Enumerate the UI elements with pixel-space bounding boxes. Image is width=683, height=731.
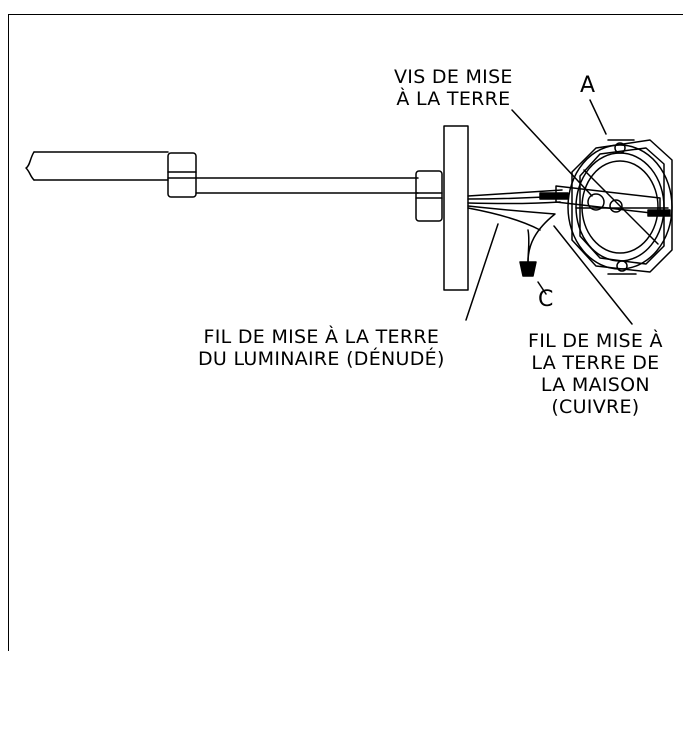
label-house-ground-wire-line-3: LA MAISON <box>540 374 650 396</box>
arm-coupler <box>167 152 197 198</box>
frame-top-border <box>8 14 683 15</box>
callout-a: A <box>580 73 596 98</box>
label-house-ground-wire-line-4: (CUIVRE) <box>551 396 640 418</box>
backplate <box>443 125 469 291</box>
label-house-ground-wire: FIL DE MISE À LA TERRE DE LA MAISON (CUI… <box>528 330 663 418</box>
label-house-ground-wire-line-1: FIL DE MISE À <box>528 330 663 352</box>
label-fixture-ground-wire-line-2: DU LUMINAIRE (DÉNUDÉ) <box>198 348 445 370</box>
mounting-nut <box>415 170 443 222</box>
label-ground-screw-line-1: VIS DE MISE <box>394 66 513 88</box>
fixture-wires <box>467 189 563 263</box>
mounting-crossbar <box>555 185 661 215</box>
arm-tube-left <box>25 151 169 181</box>
junction-box <box>567 139 673 275</box>
leader-lines <box>465 99 633 325</box>
frame-left-border <box>8 14 9 651</box>
wire-connector <box>519 229 537 277</box>
arm-tube-middle <box>195 177 419 194</box>
label-fixture-ground-wire: FIL DE MISE À LA TERRE DU LUMINAIRE (DÉN… <box>198 326 445 370</box>
label-house-ground-wire-line-2: LA TERRE DE <box>531 352 660 374</box>
callout-c: C <box>538 287 554 312</box>
label-ground-screw-line-2: À LA TERRE <box>396 88 511 110</box>
label-ground-screw: VIS DE MISE À LA TERRE <box>394 66 513 110</box>
label-fixture-ground-wire-line-1: FIL DE MISE À LA TERRE <box>203 326 440 348</box>
